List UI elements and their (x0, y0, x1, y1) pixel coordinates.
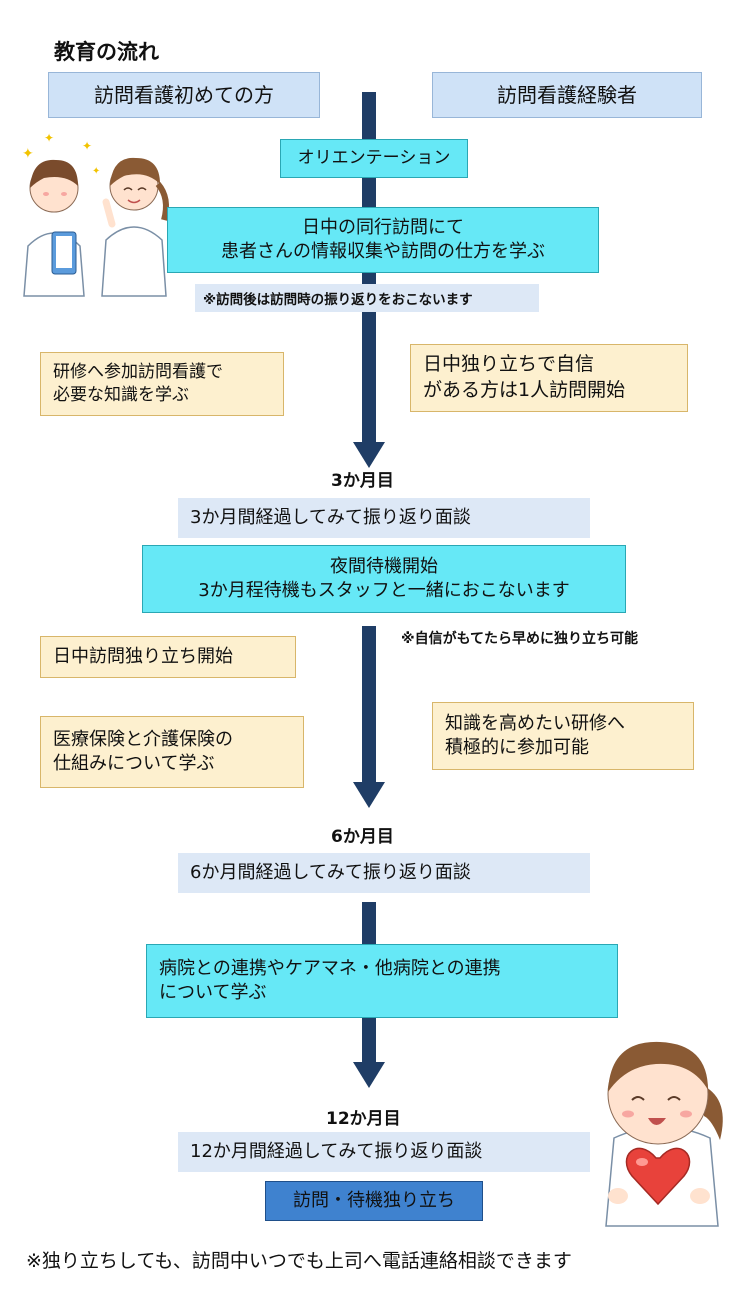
page-title: 教育の流れ (54, 40, 159, 64)
final-independence-box: 訪問・待機独り立ち (265, 1181, 483, 1221)
insurance-box: 医療保険と介護保険の 仕組みについて学ぶ (40, 716, 304, 788)
accompany-line-1: 日中の同行訪問にて (302, 216, 464, 238)
flow-arrow-head-2 (353, 782, 385, 808)
svg-text:✦: ✦ (22, 146, 34, 162)
early-independence-note: ※自信がもてたら早めに独り立ち可能 (401, 631, 639, 647)
night-line-1: 夜間待機開始 (330, 555, 438, 577)
review-3-box: 3か月間経過してみて振り返り面談 (178, 498, 590, 538)
daytime-solo-box: 日中訪問独り立ち開始 (40, 636, 296, 678)
training-line-2: 必要な知識を学ぶ (53, 385, 189, 405)
night-line-2: 3か月程待機もスタッフと一緒におこないます (198, 580, 570, 601)
final-independence-label: 訪問・待機独り立ち (293, 1189, 455, 1211)
cooperation-box: 病院との連携やケアマネ・他病院との連携 について学ぶ (146, 944, 618, 1018)
confident-solo-box: 日中独り立ちで自信 がある方は1人訪問開始 (410, 344, 688, 412)
svg-text:✦: ✦ (82, 139, 92, 153)
experienced-box: 訪問看護経験者 (432, 72, 702, 118)
svg-text:✦: ✦ (92, 166, 100, 177)
nurses-illustration: ✦ ✦ ✦ ✦ (14, 128, 174, 298)
flow-arrow-head-1 (353, 442, 385, 468)
confident-line-2: がある方は1人訪問開始 (423, 379, 626, 401)
flow-arrow-head-3 (353, 1062, 385, 1088)
training-box: 研修へ参加訪問看護で 必要な知識を学ぶ (40, 352, 284, 416)
orientation-box: オリエンテーション (280, 139, 468, 178)
knowledge-box: 知識を高めたい研修へ 積極的に参加可能 (432, 702, 694, 770)
reflection-note: ※訪問後は訪問時の振り返りをおこないます (195, 284, 539, 312)
knowledge-line-2: 積極的に参加可能 (445, 737, 589, 758)
review-6-label: 6か月間経過してみて振り返り面談 (190, 861, 471, 883)
svg-text:✦: ✦ (44, 131, 54, 145)
review-12-box: 12か月間経過してみて振り返り面談 (178, 1132, 590, 1172)
beginner-label: 訪問看護初めての方 (94, 82, 274, 107)
month-12-label: 12か月目 (326, 1109, 401, 1129)
training-line-1: 研修へ参加訪問看護で (53, 362, 223, 383)
cooperation-line-1: 病院との連携やケアマネ・他病院との連携 (159, 957, 501, 979)
flow-arrow-shaft-2 (362, 626, 376, 784)
month-6-label: 6か月目 (331, 827, 394, 847)
footer-note: ※独り立ちしても、訪問中いつでも上司へ電話連絡相談できます (26, 1250, 572, 1272)
review-6-box: 6か月間経過してみて振り返り面談 (178, 853, 590, 893)
cooperation-line-2: について学ぶ (159, 982, 267, 1003)
nurse-heart-illustration (592, 1020, 732, 1238)
daytime-solo-label: 日中訪問独り立ち開始 (53, 645, 233, 667)
confident-line-1: 日中独り立ちで自信 (423, 353, 595, 376)
experienced-label: 訪問看護経験者 (497, 82, 637, 107)
night-standby-box: 夜間待機開始 3か月程待機もスタッフと一緒におこないます (142, 545, 626, 613)
knowledge-line-1: 知識を高めたい研修へ (445, 712, 625, 734)
orientation-label: オリエンテーション (297, 148, 451, 169)
review-3-label: 3か月間経過してみて振り返り面談 (190, 506, 471, 528)
month-3-label: 3か月目 (331, 471, 394, 491)
accompany-line-2: 患者さんの情報収集や訪問の仕方を学ぶ (221, 241, 545, 262)
accompany-visit-box: 日中の同行訪問にて 患者さんの情報収集や訪問の仕方を学ぶ (167, 207, 599, 273)
beginner-box: 訪問看護初めての方 (48, 72, 320, 118)
review-12-label: 12か月間経過してみて振り返り面談 (190, 1140, 483, 1162)
insurance-line-1: 医療保険と介護保険の (53, 728, 233, 750)
insurance-line-2: 仕組みについて学ぶ (53, 753, 215, 774)
